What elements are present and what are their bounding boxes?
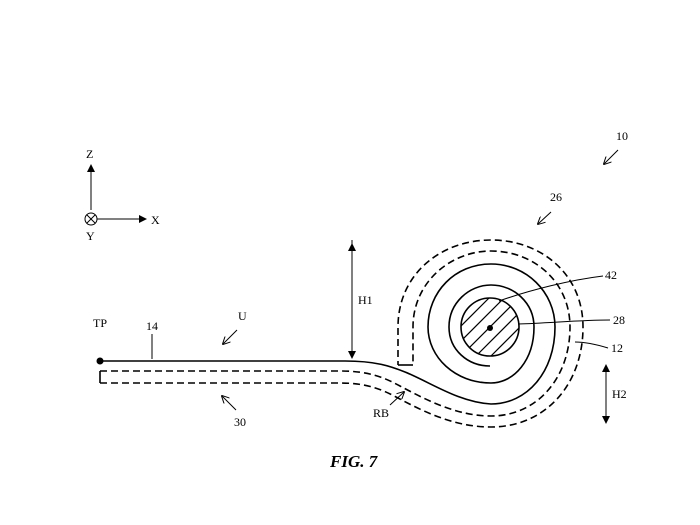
coordinate-axes: Z X Y	[84, 147, 160, 243]
strip-30-upper-dashed	[100, 250, 571, 417]
ref-12-label: 12	[611, 341, 623, 355]
ref-42-leader	[498, 275, 604, 302]
h2-label: H2	[612, 387, 627, 401]
figure-caption: FIG. 7	[329, 452, 379, 471]
h1-label: H1	[358, 293, 373, 307]
core-outline	[460, 297, 520, 357]
ref-28-leader	[517, 319, 611, 325]
ref-42-label: 42	[605, 268, 617, 282]
rb-arrow	[389, 392, 404, 406]
strip-14	[96, 263, 556, 405]
ref-10-label: 10	[616, 129, 628, 143]
strip-30-lower-dashed	[100, 239, 584, 428]
core-center-point	[487, 325, 493, 331]
ref-26-label: 26	[550, 190, 562, 204]
ref-30-label: 30	[234, 415, 246, 429]
ref-28-label: 28	[613, 313, 625, 327]
dimension-h1: H1	[348, 240, 373, 359]
u-arrow	[223, 329, 238, 344]
x-axis-label: X	[151, 213, 160, 227]
z-axis-label: Z	[86, 147, 93, 161]
core-28	[460, 297, 520, 357]
ref-14-label: 14	[146, 319, 158, 333]
ref-12-leader	[574, 341, 609, 349]
tp-label: TP	[93, 316, 107, 330]
ref-10-arrow	[604, 149, 619, 164]
dimension-h2: H2	[602, 364, 627, 424]
y-axis-label: Y	[86, 229, 95, 243]
u-label: U	[238, 309, 247, 323]
reference-labels: 10 26 42 28 12 TP 14 U 30 RB	[93, 129, 628, 429]
strip-30	[99, 239, 584, 428]
ref-26-arrow	[538, 211, 552, 224]
rb-label: RB	[373, 406, 389, 420]
y-axis-into-page-icon	[84, 212, 98, 226]
strip-solid-spiral	[100, 263, 556, 405]
ref-30-arrow	[222, 396, 237, 411]
